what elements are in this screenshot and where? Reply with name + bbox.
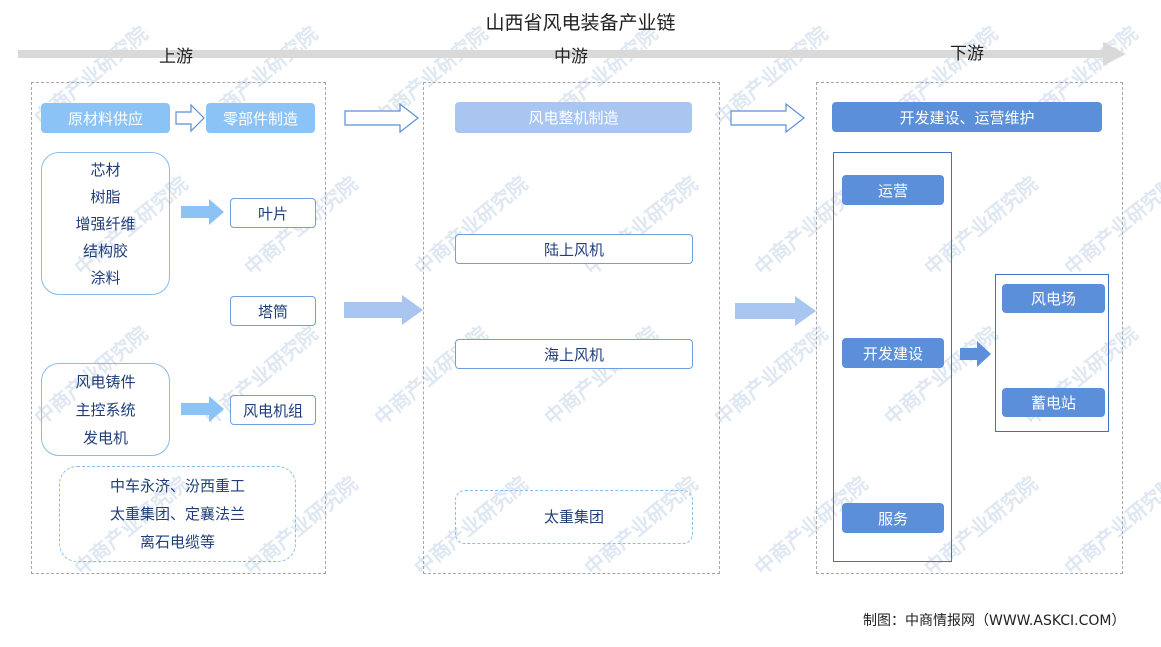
midstream-company: 太重集团 xyxy=(455,490,693,544)
materials-group: 芯材 树脂 增强纤维 结构胶 涂料 xyxy=(41,152,170,295)
material-item: 增强纤维 xyxy=(75,215,136,233)
company-line: 太重集团、定襄法兰 xyxy=(109,505,245,523)
arrow-right-icon xyxy=(181,396,224,422)
operation-box: 运营 xyxy=(842,175,944,205)
arrow-right-icon xyxy=(344,102,419,134)
development-box: 开发建设 xyxy=(842,338,944,368)
arrow-right-icon xyxy=(730,102,805,134)
company-line: 离石电缆等 xyxy=(139,533,215,551)
turbine-set-box: 风电机组 xyxy=(230,395,316,425)
onshore-turbine-box: 陆上风机 xyxy=(455,234,693,264)
watermark-text: 中商产业研究院 xyxy=(709,321,833,430)
arrow-right-icon xyxy=(175,103,205,133)
downstream-panel xyxy=(816,82,1123,574)
arrow-right-icon xyxy=(735,296,816,326)
offshore-turbine-box: 海上风机 xyxy=(455,339,693,369)
service-box: 服务 xyxy=(842,503,944,533)
arrow-right-icon xyxy=(960,341,991,367)
wind-farm-box: 风电场 xyxy=(1002,284,1105,313)
parts-group: 风电铸件 主控系统 发电机 xyxy=(41,363,170,456)
company-line: 中车永济、汾西重工 xyxy=(109,477,245,495)
company-line: 太重集团 xyxy=(543,508,604,526)
stage-label-upstream: 上游 xyxy=(159,47,193,67)
raw-materials-box: 原材料供应 xyxy=(41,103,170,133)
midstream-header-box: 风电整机制造 xyxy=(455,102,692,133)
part-item: 发电机 xyxy=(82,429,128,447)
material-item: 结构胶 xyxy=(82,242,128,260)
downstream-facilities-box xyxy=(995,274,1109,432)
blade-box: 叶片 xyxy=(230,198,316,228)
stage-label-midstream: 中游 xyxy=(554,47,588,67)
material-item: 涂料 xyxy=(90,269,121,287)
downstream-header-box: 开发建设、运营维护 xyxy=(832,102,1102,132)
storage-station-box: 蓄电站 xyxy=(1002,388,1105,417)
components-box: 零部件制造 xyxy=(206,103,315,133)
tower-box: 塔筒 xyxy=(230,296,316,326)
arrow-right-icon xyxy=(181,199,224,225)
midstream-panel xyxy=(423,82,720,574)
upstream-companies: 中车永济、汾西重工 太重集团、定襄法兰 离石电缆等 xyxy=(59,466,296,562)
part-item: 主控系统 xyxy=(75,401,136,419)
source-credit: 制图：中商情报网（WWW.ASKCI.COM） xyxy=(863,613,1126,629)
page-title: 山西省风电装备产业链 xyxy=(485,12,676,34)
downstream-activities-box xyxy=(833,152,952,562)
part-item: 风电铸件 xyxy=(75,373,136,391)
stage-flow-arrow xyxy=(18,42,1126,66)
stage-label-downstream: 下游 xyxy=(950,44,984,64)
arrow-right-icon xyxy=(344,295,423,325)
material-item: 树脂 xyxy=(90,188,121,206)
material-item: 芯材 xyxy=(90,161,121,179)
upstream-panel xyxy=(31,82,326,574)
